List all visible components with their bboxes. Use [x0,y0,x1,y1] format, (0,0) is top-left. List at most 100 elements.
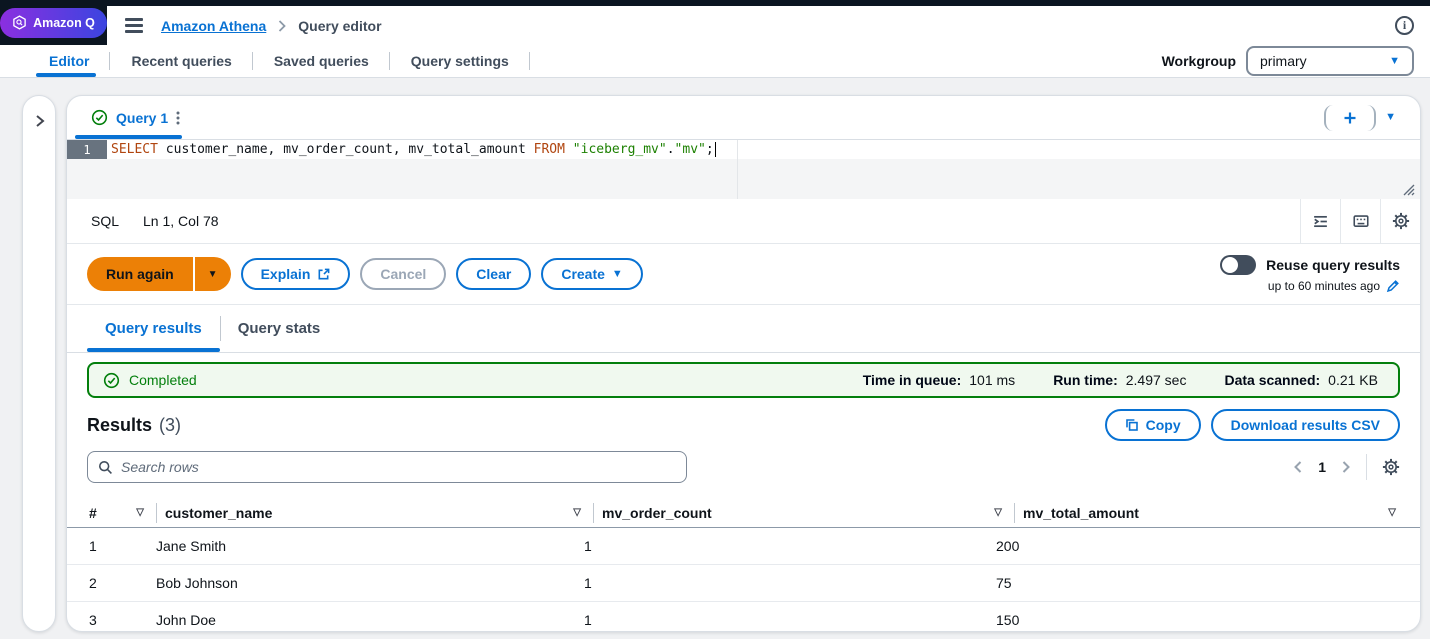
workgroup-select[interactable]: primary ▼ [1246,46,1414,76]
workgroup-label: Workgroup [1161,53,1236,69]
tab-editor[interactable]: Editor [28,45,111,77]
query-tab-bar: Query 1 ▼ [67,96,1420,140]
filter-triangle-icon[interactable]: ▽ [994,506,1002,518]
table-row[interactable]: 3 John Doe 1 150 [67,602,1420,631]
editor-settings-button[interactable] [1380,199,1420,243]
sql-code-editor[interactable]: 1 SELECT customer_name, mv_order_count, … [67,140,1420,199]
create-label: Create [561,266,605,282]
sql-semicolon: ; [705,142,714,157]
sql-columns: customer_name, mv_order_count, mv_total_… [157,142,534,157]
status-banner-wrap: Completed Time in queue: 101 ms Run time… [67,353,1420,398]
results-tab-bar: Query results Query stats [67,305,1420,353]
breadcrumb-current-page: Query editor [298,17,382,34]
tab-recent-queries[interactable]: Recent queries [110,45,254,77]
query-stats-summary: Time in queue: 101 ms Run time: 2.497 se… [863,372,1384,388]
results-count: (3) [159,414,182,435]
tab-query-results[interactable]: Query results [87,305,220,352]
column-header-index[interactable]: # ▽ [89,504,144,521]
run-again-button[interactable]: Run again [87,257,195,291]
add-query-tab-button[interactable] [1340,108,1360,128]
run-options-dropdown[interactable]: ▼ [195,257,231,291]
chevron-down-icon: ▼ [207,268,218,280]
button-group-left-edge [1324,104,1333,131]
search-rows-input[interactable] [121,459,676,475]
column-divider [156,502,157,523]
next-page-icon[interactable] [1341,460,1351,474]
amazon-q-button[interactable]: Amazon Q [0,7,107,38]
data-panel-expand-button[interactable] [22,95,56,632]
table-preferences-gear-icon[interactable] [1382,458,1400,476]
current-page-number[interactable]: 1 [1318,459,1326,475]
filter-triangle-icon[interactable]: ▽ [136,506,144,518]
column-header-customer-name[interactable]: customer_name ▽ [165,504,581,521]
tab-query-stats[interactable]: Query stats [219,305,339,352]
editor-code-region[interactable]: SELECT customer_name, mv_order_count, mv… [107,140,1420,199]
search-icon [98,460,112,474]
editor-gutter: 1 [67,140,107,199]
reuse-results-label: Reuse query results [1266,257,1400,273]
column-divider [1014,502,1015,523]
search-box [87,451,687,483]
text-cursor [714,142,717,157]
query-tab[interactable]: Query 1 [74,96,190,139]
breadcrumb-separator-icon [279,19,287,32]
stat-label: Time in queue: [862,372,962,388]
query-editor-card: Query 1 ▼ [66,95,1421,632]
create-dropdown-button[interactable]: Create ▼ [541,258,643,290]
workgroup-selected-value: primary [1260,53,1307,69]
column-divider [593,502,594,523]
run-again-split-button: Run again ▼ [87,257,231,291]
table-row[interactable]: 1 Jane Smith 1 200 [67,528,1420,565]
results-title: Results [87,414,153,435]
results-table-body: 1 Jane Smith 1 200 2 Bob Johnson 1 75 3 … [67,528,1420,631]
tab-query-settings[interactable]: Query settings [390,45,530,77]
success-check-icon [103,372,120,388]
copy-icon [1125,419,1138,431]
tab-saved-queries[interactable]: Saved queries [253,45,390,77]
format-query-button[interactable] [1300,199,1340,243]
explain-button[interactable]: Explain [240,258,351,290]
edit-pencil-icon[interactable] [1386,279,1400,293]
chevron-right-icon [35,115,45,127]
breadcrumb: Amazon Athena Query editor [161,18,382,34]
pagination: 1 [1293,454,1400,480]
previous-page-icon[interactable] [1293,460,1303,474]
query-tabs-dropdown-button[interactable]: ▼ [1383,110,1398,125]
clear-button[interactable]: Clear [456,258,532,290]
status-text: Completed [129,372,197,388]
chevron-down-icon: ▼ [611,267,623,280]
info-icon[interactable]: i [1395,16,1414,35]
table-row[interactable]: 2 Bob Johnson 1 75 [67,565,1420,602]
kebab-menu-icon[interactable] [176,110,180,126]
stat-value: 101 ms [969,372,1016,388]
breadcrumb-service-link[interactable]: Amazon Athena [161,17,267,34]
stat-value: 2.497 sec [1125,372,1187,388]
gear-icon [1392,212,1409,230]
stat-value: 0.21 KB [1328,372,1378,388]
sql-keyword: FROM [533,142,565,157]
copy-label: Copy [1145,417,1181,433]
column-header-mv-order-count[interactable]: mv_order_count ▽ [602,504,1002,521]
download-results-csv-button[interactable]: Download results CSV [1210,409,1400,441]
keyboard-icon [1352,215,1369,227]
reuse-results-toggle[interactable] [1220,255,1257,275]
hamburger-menu-icon[interactable] [123,14,145,36]
filter-triangle-icon[interactable]: ▽ [1388,506,1396,518]
editor-status-bar: SQL Ln 1, Col 78 [67,199,1420,244]
amazon-q-block: Amazon Q [0,0,107,45]
copy-button[interactable]: Copy [1104,409,1201,441]
resize-handle-icon[interactable] [1401,182,1415,196]
sql-dot: . [666,142,675,157]
editor-toolbar-icons [1300,199,1420,243]
explain-label: Explain [260,266,311,282]
content-area: Query 1 ▼ [0,78,1430,639]
stat-label: Data scanned: [1224,372,1321,388]
keyboard-shortcuts-button[interactable] [1340,199,1380,243]
results-header: Results (3) Copy Download results CSV [67,398,1420,441]
chevron-down-icon: ▼ [1389,54,1400,67]
column-header-mv-total-amount[interactable]: mv_total_amount ▽ [1023,504,1396,521]
status-banner: Completed Time in queue: 101 ms Run time… [87,362,1400,398]
results-toolbar: 1 [67,440,1420,484]
cancel-button[interactable]: Cancel [360,258,447,290]
filter-triangle-icon[interactable]: ▽ [573,506,581,518]
